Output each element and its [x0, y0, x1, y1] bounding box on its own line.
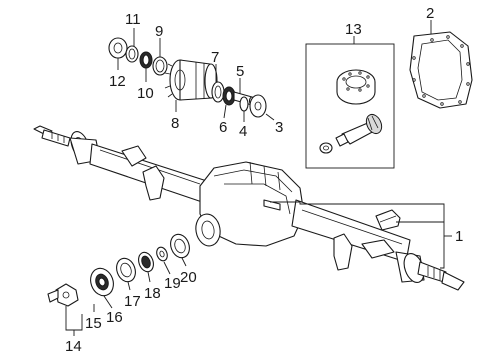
callout-10: 10: [137, 85, 154, 102]
right-shock-bracket: [333, 233, 353, 271]
part-7-bearing-cup: [211, 81, 225, 103]
right-spring-seat: [361, 239, 395, 259]
leader-lines: [65, 20, 452, 336]
part-16-flange: [90, 267, 114, 297]
callout-20: 20: [180, 269, 197, 286]
part-4-washer: [239, 96, 249, 112]
callout-16: 16: [106, 309, 123, 326]
callout-12: 12: [109, 73, 126, 90]
callout-13: 13: [345, 21, 362, 38]
ring-gear: [336, 69, 376, 105]
part-8-wheel-hub: [164, 59, 218, 101]
part-10-bearing: [139, 51, 153, 69]
part-15-companion-flange: [47, 283, 79, 307]
axle-housing: [33, 125, 465, 291]
part-1-strap-bracket: [375, 209, 401, 231]
callout-4: 4: [239, 123, 247, 140]
callout-3: 3: [275, 119, 283, 136]
part-19-spacer: [156, 246, 168, 262]
callout-labels: 1 2 3 4 5 6 7 8 9 10 11 12 13 14 15 16 1…: [65, 5, 463, 355]
part-6-bearing: [222, 86, 236, 106]
callout-6: 6: [219, 119, 227, 136]
callout-2: 2: [426, 5, 434, 22]
part-20-bearing-race: [170, 233, 190, 259]
part-17-seal: [116, 257, 136, 283]
callout-1: 1: [455, 228, 463, 245]
part-12-outer-seal: [108, 37, 128, 59]
callout-14: 14: [65, 338, 82, 355]
pinion-gear: [335, 113, 383, 147]
callout-18: 18: [144, 285, 161, 302]
callout-15: 15: [85, 315, 102, 332]
part-2-cover-gasket: [409, 31, 473, 109]
part-11-ring: [125, 45, 139, 63]
left-shock-bracket: [142, 165, 165, 201]
part-3-nut: [249, 94, 267, 118]
part-9-ring: [152, 56, 168, 76]
callout-7: 7: [211, 49, 219, 66]
callout-19: 19: [164, 275, 181, 292]
pinion-yoke-group: [47, 233, 190, 307]
part-18-bearing: [138, 251, 154, 273]
callout-5: 5: [236, 63, 244, 80]
callout-17: 17: [124, 293, 141, 310]
left-spring-seat: [121, 145, 147, 167]
callout-8: 8: [171, 115, 179, 132]
ring-and-pinion-inset: [305, 43, 395, 169]
pinion-nose: [195, 213, 221, 247]
pinion-seal: [319, 142, 333, 154]
callout-11: 11: [125, 11, 141, 28]
callout-9: 9: [155, 23, 163, 40]
